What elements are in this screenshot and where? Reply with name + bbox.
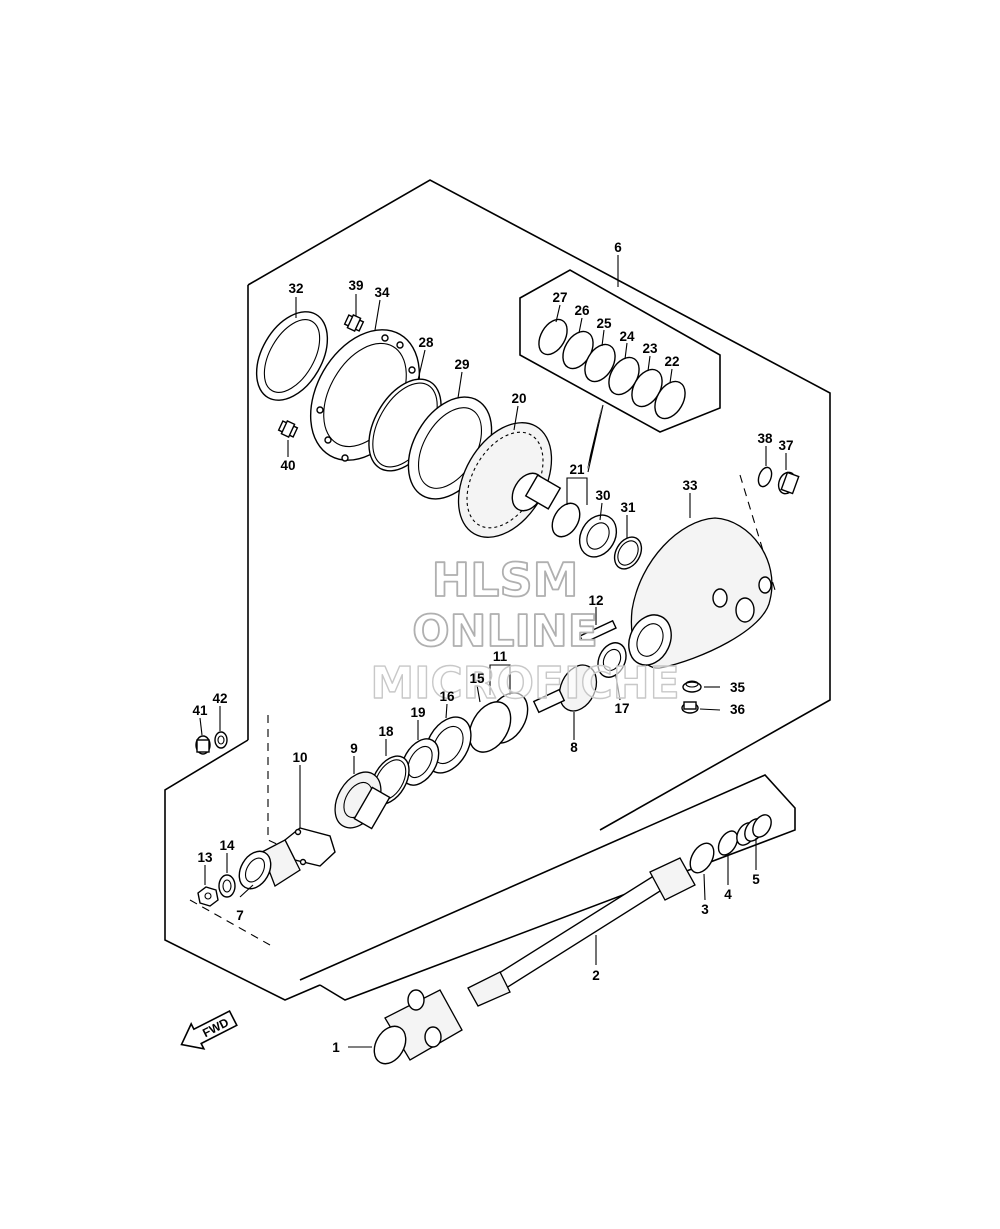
callout-36: 36 xyxy=(730,702,746,717)
callouts: 6 32 39 34 28 29 20 40 27 26 25 24 23 22… xyxy=(192,240,793,1055)
callout-14: 14 xyxy=(219,838,235,853)
callout-15: 15 xyxy=(469,671,485,686)
kit-pointer-line xyxy=(587,404,604,473)
part-17-bearing xyxy=(597,642,627,678)
part-19-bearing xyxy=(400,738,440,786)
callout-16: 16 xyxy=(439,689,455,704)
part-37-plug xyxy=(777,471,800,495)
kit-pointer xyxy=(587,405,602,470)
callout-7: 7 xyxy=(236,908,244,923)
part-30-needle-bearing xyxy=(578,514,618,558)
callout-25: 25 xyxy=(596,316,612,331)
part-5-spring xyxy=(736,814,772,846)
callout-34: 34 xyxy=(374,285,390,300)
callout-5: 5 xyxy=(752,872,760,887)
watermark-line-2: ONLINE xyxy=(412,606,598,657)
part-33-gear-case xyxy=(628,517,773,669)
callout-20: 20 xyxy=(511,391,526,406)
part-35-washer xyxy=(682,680,702,693)
callout-21: 21 xyxy=(569,462,585,477)
callout-13: 13 xyxy=(197,850,213,865)
callout-11: 11 xyxy=(493,649,508,664)
callout-37: 37 xyxy=(778,438,793,453)
part-15-ring xyxy=(468,701,512,753)
guide-13 xyxy=(189,899,271,946)
part-14-washer xyxy=(218,874,236,898)
callout-19: 19 xyxy=(410,705,425,720)
part-1-coupling xyxy=(373,989,463,1065)
callout-35: 35 xyxy=(730,680,746,695)
frame-lower-left xyxy=(164,739,321,1001)
callout-33: 33 xyxy=(682,478,698,493)
part-4-circlip xyxy=(717,830,739,856)
callout-9: 9 xyxy=(350,741,358,756)
callout-31: 31 xyxy=(620,500,636,515)
frame-shim-kit xyxy=(519,269,721,433)
watermark: HLSM ONLINE MICROFICHE xyxy=(370,552,681,710)
callout-1: 1 xyxy=(332,1040,340,1055)
callout-29: 29 xyxy=(454,357,469,372)
callout-42: 42 xyxy=(212,691,227,706)
callout-22: 22 xyxy=(664,354,679,369)
part-shims-22-27 xyxy=(538,318,686,420)
part-36-nut xyxy=(681,701,699,714)
callout-28: 28 xyxy=(418,335,434,350)
callout-8: 8 xyxy=(570,740,578,755)
callout-30: 30 xyxy=(595,488,610,503)
callout-39: 39 xyxy=(348,278,363,293)
callout-6: 6 xyxy=(614,240,622,255)
callout-24: 24 xyxy=(619,329,635,344)
callout-27: 27 xyxy=(552,290,567,305)
callout-32: 32 xyxy=(288,281,303,296)
callout-12: 12 xyxy=(588,593,603,608)
callout-41: 41 xyxy=(192,703,208,718)
part-7-sleeve xyxy=(238,839,301,890)
part-21-shim xyxy=(551,502,581,538)
part-40-bolt xyxy=(277,420,299,438)
watermark-line-1: HLSM xyxy=(432,553,579,607)
callout-17: 17 xyxy=(614,701,629,716)
frame-upper xyxy=(247,179,831,831)
callout-26: 26 xyxy=(574,303,590,318)
part-32-oil-seal xyxy=(255,311,329,401)
leader-lines xyxy=(199,255,787,1048)
callout-18: 18 xyxy=(378,724,394,739)
callout-38: 38 xyxy=(757,431,773,446)
part-12-stud xyxy=(579,619,617,645)
callout-40: 40 xyxy=(280,458,295,473)
part-41-cap-nut xyxy=(195,735,211,755)
parts xyxy=(195,311,800,1065)
callout-2: 2 xyxy=(592,968,600,983)
callout-3: 3 xyxy=(701,902,709,917)
guide-10 xyxy=(267,715,291,851)
fwd-arrow-icon: FWD xyxy=(180,1009,238,1050)
part-9-retainer xyxy=(334,771,391,830)
part-38-gasket xyxy=(757,466,773,488)
part-42-washer xyxy=(214,731,228,749)
part-3-ring xyxy=(689,842,715,874)
part-8-pinion-gear xyxy=(532,664,598,714)
part-13-nut xyxy=(197,886,219,907)
part-2-drive-shaft xyxy=(467,857,696,1007)
part-39-bolt xyxy=(343,314,365,332)
part-20-bevel-gear xyxy=(457,422,562,538)
watermark-line-3: MICROFICHE xyxy=(370,658,679,709)
part-31-ring xyxy=(613,536,643,570)
frame-shaft xyxy=(299,774,796,1001)
callout-10: 10 xyxy=(292,750,307,765)
callout-4: 4 xyxy=(724,887,732,902)
callout-23: 23 xyxy=(642,341,658,356)
